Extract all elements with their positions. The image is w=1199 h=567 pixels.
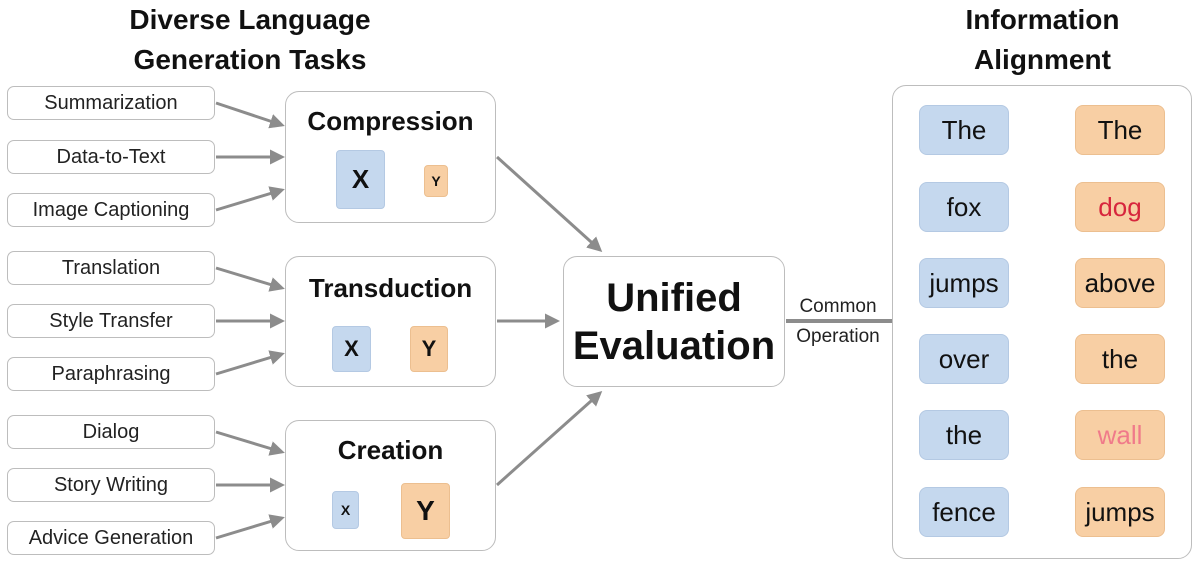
left-word: The (919, 105, 1009, 155)
category-title: Compression (307, 106, 474, 136)
right-heading-line1: Information (965, 4, 1120, 35)
task-label: Style Transfer (49, 309, 173, 332)
transduction-output-chip: Y (410, 326, 448, 372)
task-summarization: Summarization (7, 86, 215, 120)
left-heading: Diverse Language Generation Tasks (90, 0, 410, 80)
task-style-transfer: Style Transfer (7, 304, 215, 338)
task-advice-generation: Advice Generation (7, 521, 215, 555)
task-label: Summarization (44, 91, 178, 114)
right-heading-line2: Alignment (974, 44, 1111, 75)
left-word: fox (919, 182, 1009, 232)
task-label: Dialog (82, 420, 140, 443)
unified-line2: Evaluation (572, 323, 776, 368)
right-word: the (1075, 334, 1165, 384)
arrow-compression-to-unified (495, 155, 603, 253)
category-transduction: Transduction (285, 256, 496, 387)
task-dialog: Dialog (7, 415, 215, 449)
left-heading-line2: Generation Tasks (133, 44, 367, 75)
left-word: fence (919, 487, 1009, 537)
arrow-translation (215, 266, 285, 292)
common-operation-label-top: Common (799, 296, 877, 317)
task-label: Paraphrasing (51, 362, 171, 385)
right-word: jumps (1075, 487, 1165, 537)
category-title: Transduction (308, 273, 473, 303)
task-label: Story Writing (53, 473, 169, 496)
arrow-paraphrasing (215, 350, 285, 376)
category-compression: Compression (285, 91, 496, 223)
left-word: over (919, 334, 1009, 384)
task-paraphrasing: Paraphrasing (7, 357, 215, 391)
task-label: Advice Generation (28, 526, 194, 549)
task-data-to-text: Data-to-Text (7, 140, 215, 174)
right-word-unaligned: wall (1075, 410, 1165, 460)
arrow-summarization (215, 101, 285, 129)
left-word: jumps (919, 258, 1009, 308)
right-word: The (1075, 105, 1165, 155)
unified-evaluation-box: Unified Evaluation (563, 256, 785, 387)
creation-output-chip: Y (401, 483, 450, 539)
right-word-mismatch: dog (1075, 182, 1165, 232)
task-label: Image Captioning (32, 198, 190, 221)
creation-input-chip: X (332, 491, 359, 529)
left-word: the (919, 410, 1009, 460)
right-word: above (1075, 258, 1165, 308)
compression-input-chip: X (336, 150, 385, 209)
task-story-writing: Story Writing (7, 468, 215, 502)
arrow-dialog (215, 430, 285, 456)
task-label: Data-to-Text (56, 145, 166, 168)
task-translation: Translation (7, 251, 215, 285)
task-image-captioning: Image Captioning (7, 193, 215, 227)
alignment-panel (892, 85, 1192, 559)
category-creation: Creation (285, 420, 496, 551)
category-title: Creation (337, 435, 444, 465)
task-label: Translation (61, 256, 161, 279)
arrow-image-captioning (215, 186, 285, 212)
transduction-input-chip: X (332, 326, 371, 372)
arrow-creation-to-unified (496, 391, 603, 487)
common-operation-label-bottom: Operation (796, 326, 880, 347)
compression-output-chip: Y (424, 165, 448, 197)
arrow-advice-generation (215, 514, 285, 540)
right-heading: Information Alignment (920, 0, 1165, 80)
left-heading-line1: Diverse Language (129, 4, 371, 35)
unified-line1: Unified (606, 275, 742, 320)
